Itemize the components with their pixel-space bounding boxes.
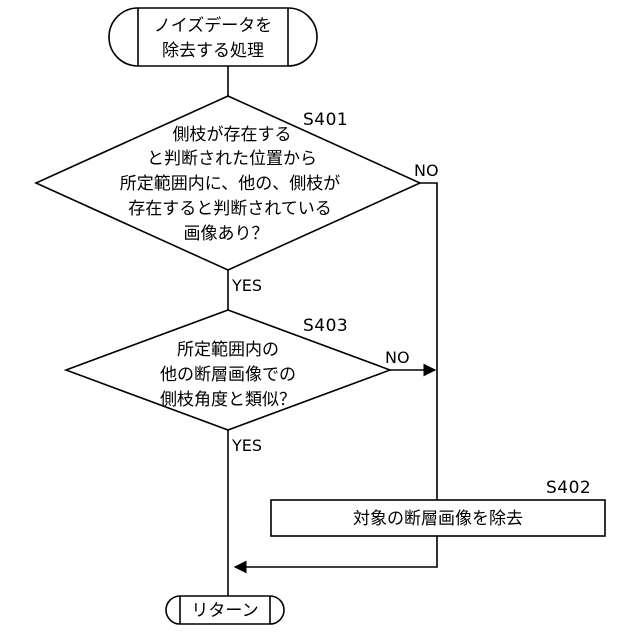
s401-line-4: 存在すると判断されている [128, 199, 332, 219]
s401-no-label: NO [414, 161, 439, 180]
s403-line-1: 所定範囲内の [177, 340, 279, 360]
step-label-s402: S402 [546, 478, 591, 498]
s401-yes-label: YES [231, 276, 262, 295]
start-line-2: 除去する処理 [162, 41, 264, 61]
step-label-s401: S401 [303, 110, 348, 130]
step-label-s403: S403 [303, 316, 348, 336]
s402-text: 対象の断層画像を除去 [353, 509, 523, 529]
s403-no-label: NO [385, 348, 410, 367]
start-terminal: ノイズデータを 除去する処理 [109, 8, 317, 66]
s401-line-2: と判断された位置から [147, 149, 317, 169]
s401-line-5: 画像あり？ [184, 224, 269, 244]
s403-yes-label: YES [231, 436, 262, 455]
decision-s401: S401 側枝が存在する と判断された位置から 所定範囲内に、他の、側枝が 存在… [36, 96, 420, 270]
s401-line-3: 所定範囲内に、他の、側枝が [120, 174, 341, 194]
s403-line-2: 他の断層画像での [160, 365, 296, 385]
end-terminal: リターン [166, 596, 284, 624]
process-s402: S402 対象の断層画像を除去 [271, 478, 605, 536]
decision-s403: S403 所定範囲内の 他の断層画像での 側枝角度と類似？ [66, 310, 390, 430]
s401-line-1: 側枝が存在する [173, 125, 292, 145]
start-line-1: ノイズデータを [154, 15, 273, 36]
end-text: リターン [191, 601, 258, 621]
s403-line-3: 側枝角度と類似？ [160, 390, 296, 410]
